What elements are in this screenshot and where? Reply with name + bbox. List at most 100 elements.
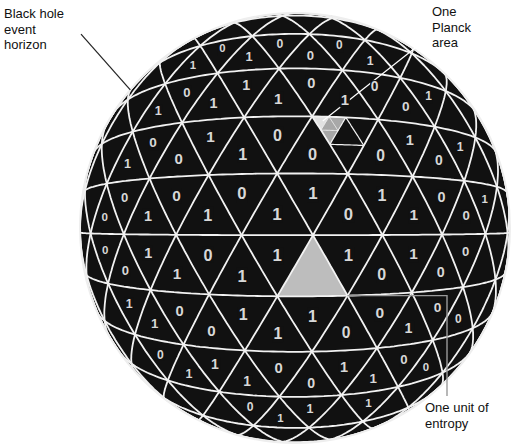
bit-digit: 1 — [184, 368, 193, 381]
grid-line — [463, 234, 485, 287]
grid-line — [135, 290, 151, 335]
bit-digit: 0 — [101, 245, 109, 257]
grid-line — [433, 340, 443, 373]
grid-line — [245, 296, 277, 350]
bit-digit: 0 — [156, 349, 165, 361]
grid-line — [309, 18, 332, 34]
bit-digit: 1 — [306, 402, 315, 415]
grid-line — [244, 116, 312, 117]
grid-line — [442, 235, 463, 288]
grid-line — [435, 127, 465, 181]
grid-line — [365, 40, 400, 78]
bit-digit: 1 — [143, 208, 153, 223]
bit-digit: 1 — [202, 207, 213, 223]
grid-line — [85, 190, 91, 233]
grid-line — [348, 235, 383, 296]
grid-line — [132, 364, 168, 381]
grid-line — [242, 234, 313, 236]
grid-line — [184, 345, 220, 392]
grid-line — [446, 91, 474, 109]
bit-digit: 1 — [404, 321, 414, 335]
bit-digit: 0 — [343, 206, 354, 223]
bit-digit: 1 — [238, 307, 249, 323]
bit-digit: 1 — [244, 51, 253, 64]
grid-line — [412, 287, 463, 293]
grid-line — [168, 345, 184, 381]
grid-line — [165, 46, 200, 84]
grid-line — [133, 132, 150, 179]
bit-digit: 0 — [370, 80, 380, 94]
grid-line — [463, 280, 495, 287]
bit-digit: 1 — [339, 359, 349, 374]
grid-line — [277, 235, 313, 296]
bit-digit: 1 — [205, 130, 216, 145]
bit-digit: 0 — [375, 148, 386, 164]
grid-line — [332, 18, 377, 29]
grid-line — [108, 284, 151, 291]
bit-digit: 0 — [461, 210, 470, 223]
bit-digit: 0 — [454, 314, 463, 326]
grid-line — [151, 290, 210, 294]
grid-line — [160, 63, 165, 84]
bit-digit: 1 — [272, 326, 283, 342]
bit-digit: 0 — [422, 363, 430, 374]
bit-digit: 1 — [276, 413, 284, 424]
grid-line — [330, 144, 364, 145]
bit-digit: 0 — [171, 188, 182, 203]
grid-line — [348, 174, 413, 177]
grid-line — [412, 235, 442, 293]
grid-line — [105, 321, 132, 364]
grid-line — [128, 63, 160, 100]
grid-line — [80, 233, 91, 234]
grid-line — [176, 175, 209, 235]
grid-line — [252, 34, 309, 36]
grid-line — [463, 287, 473, 328]
grid-line — [124, 234, 151, 290]
bit-digit: 1 — [189, 60, 197, 71]
grid-line — [194, 38, 200, 46]
bit-digit: 1 — [368, 372, 377, 385]
grid-line — [413, 177, 443, 235]
grid-line — [124, 233, 176, 235]
grid-line — [341, 395, 363, 422]
bit-digit: 0 — [341, 325, 352, 341]
bit-digit: 1 — [125, 297, 134, 309]
leader-line — [348, 296, 448, 396]
grid-line — [446, 91, 476, 137]
grid-line — [400, 78, 446, 91]
bit-digit: 0 — [173, 150, 183, 165]
bit-digit: 1 — [172, 266, 183, 281]
bit-digit: 1 — [307, 307, 318, 323]
grid-line — [209, 174, 278, 176]
grid-line — [435, 91, 446, 127]
grid-line — [346, 118, 364, 146]
highlight-cells — [277, 116, 347, 296]
bit-digit: 0 — [276, 38, 285, 50]
grid-line — [91, 184, 107, 234]
grid-line — [313, 234, 382, 236]
grid-line — [363, 387, 398, 422]
grid-line — [312, 348, 377, 352]
grid-line — [348, 174, 383, 235]
grid-line — [277, 173, 348, 175]
bit-digit: 0 — [335, 40, 344, 52]
bit-digit: 1 — [456, 141, 465, 153]
bit-digit: 1 — [241, 77, 251, 91]
bit-digit: 0 — [202, 247, 213, 263]
grid-line — [413, 127, 435, 177]
grid-line — [209, 175, 242, 235]
bit-digit: 0 — [175, 303, 185, 318]
grid-line — [108, 284, 135, 335]
bit-digit: 0 — [206, 324, 216, 339]
grid-line — [473, 280, 496, 329]
grid-line — [209, 235, 242, 294]
grid-line — [348, 296, 378, 349]
grid-line — [107, 179, 150, 184]
grid-line — [253, 426, 309, 428]
horizon-label: Black hole event horizon — [4, 6, 78, 53]
grid-line — [342, 70, 400, 78]
bit-digit: 1 — [154, 105, 163, 118]
grid-line — [377, 340, 433, 348]
grid-line — [283, 428, 309, 442]
